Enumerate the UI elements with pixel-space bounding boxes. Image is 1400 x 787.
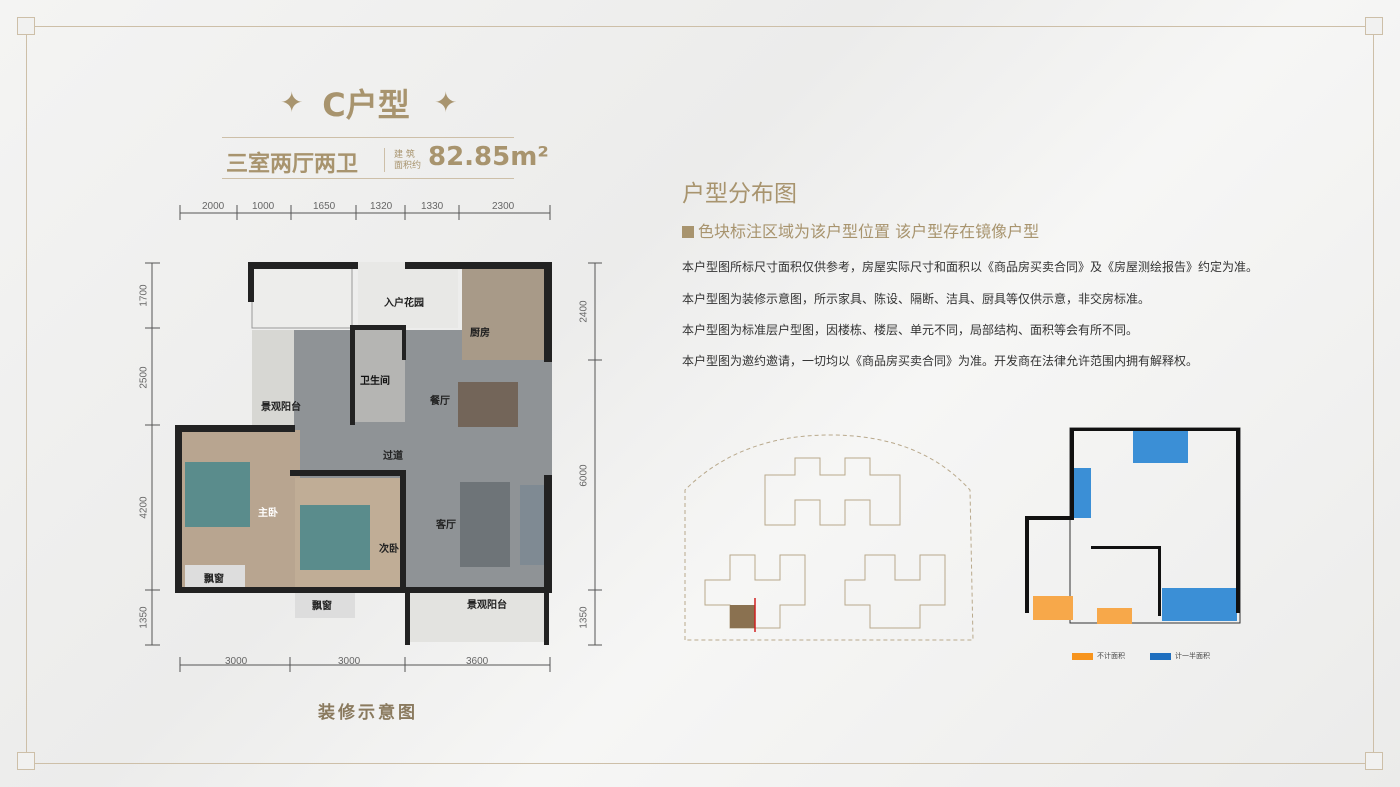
room-label: 飘窗 (312, 601, 332, 612)
building (844, 554, 946, 629)
room-label: 入户花园 (384, 298, 424, 309)
dimension-label: 1000 (252, 201, 275, 212)
frame-corner (1365, 17, 1383, 35)
dimension-label: 2400 (578, 300, 590, 323)
subtitle-text: 色块标注区域为该户型位置 该户型存在镜像户型 (698, 222, 1040, 241)
dimension-label: 1350 (138, 606, 150, 629)
dimension-label: 6000 (578, 464, 590, 487)
frame-corner (17, 752, 35, 770)
sparkle-icon: ✦ (434, 86, 458, 119)
frame-corner (17, 17, 35, 35)
kitchen-floor (462, 268, 546, 360)
room-label: 景观阳台 (261, 402, 301, 413)
dimension-label: 3000 (225, 656, 248, 667)
legend-swatch (1072, 652, 1093, 660)
decorative-frame (26, 26, 1374, 764)
plan-caption: 装修示意图 (318, 703, 418, 723)
distribution-title: 户型分布图 (682, 181, 797, 207)
dimension-label: 2300 (492, 201, 515, 212)
half-area-block (1073, 468, 1091, 518)
room-label: 次卧 (379, 544, 399, 555)
dining-table (458, 382, 518, 427)
legend-label: 计一半面积 (1175, 652, 1210, 660)
legend-swatch (1150, 652, 1171, 660)
room-label: 景观阳台 (467, 600, 507, 611)
no-area-block (1097, 608, 1132, 624)
room-label: 客厅 (436, 520, 456, 531)
no-area-block (1033, 596, 1073, 620)
area-value: 82.85m² (428, 142, 549, 172)
legend-item-half-area: 计一半面积 (1150, 651, 1210, 661)
distribution-subtitle: 色块标注区域为该户型位置 该户型存在镜像户型 (682, 218, 1039, 242)
room-label: 餐厅 (430, 396, 450, 407)
room-label: 过道 (383, 451, 403, 462)
note: 本户型图为装修示意图，所示家具、陈设、隔断、洁具、厨具等仅供示意，非交房标准。 (682, 292, 1151, 306)
room-label: 主卧 (258, 508, 278, 519)
dimension-label: 2500 (138, 366, 150, 389)
sparkle-icon: ✦ (280, 86, 304, 119)
note: 本户型图所标尺寸面积仅供参考，房屋实际尺寸和面积以《商品房买卖合同》及《房屋测绘… (682, 260, 1259, 274)
layout-label: 三室两厅两卫 (226, 152, 359, 177)
dimension-label: 3600 (466, 656, 489, 667)
dimension-ticks (145, 205, 602, 672)
dimension-label: 2000 (202, 201, 225, 212)
dimension-label: 1700 (138, 284, 150, 307)
floor-plan (145, 205, 602, 672)
frame-corner (1365, 752, 1383, 770)
key-plan (1025, 427, 1241, 624)
half-area-block (1133, 428, 1188, 463)
unit-highlight (730, 605, 755, 628)
second-bed (300, 505, 370, 570)
site-distribution-map (684, 434, 974, 641)
room-label: 飘窗 (204, 574, 224, 585)
dimension-label: 1350 (578, 606, 590, 629)
entry-garden-floor (358, 262, 458, 328)
room-label: 厨房 (470, 328, 490, 339)
dimension-label: 1330 (421, 201, 444, 212)
room-label: 卫生间 (360, 376, 390, 387)
dimension-label: 1320 (370, 201, 393, 212)
building (764, 457, 901, 526)
area-label: 建 筑 面积约 (394, 150, 422, 171)
note: 本户型图为标准层户型图，因楼栋、楼层、单元不同，局部结构、面积等会有所不同。 (682, 323, 1139, 337)
dimension-label: 3000 (338, 656, 361, 667)
legend-label: 不计面积 (1097, 652, 1125, 660)
sofa (520, 485, 546, 565)
half-area-block (1162, 588, 1237, 621)
legend-item-no-area: 不计面积 (1072, 651, 1125, 661)
color-block-icon (682, 226, 694, 238)
dimension-label: 1650 (313, 201, 336, 212)
living-rug (460, 482, 510, 567)
note: 本户型图为邀约邀请，一切均以《商品房买卖合同》为准。开发商在法律允许范围内拥有解… (682, 354, 1199, 368)
divider (222, 178, 514, 179)
dimension-label: 4200 (138, 496, 150, 519)
divider (384, 148, 385, 172)
unit-type-title: C户型 (322, 86, 410, 124)
divider (222, 137, 514, 138)
master-bed (185, 462, 250, 527)
